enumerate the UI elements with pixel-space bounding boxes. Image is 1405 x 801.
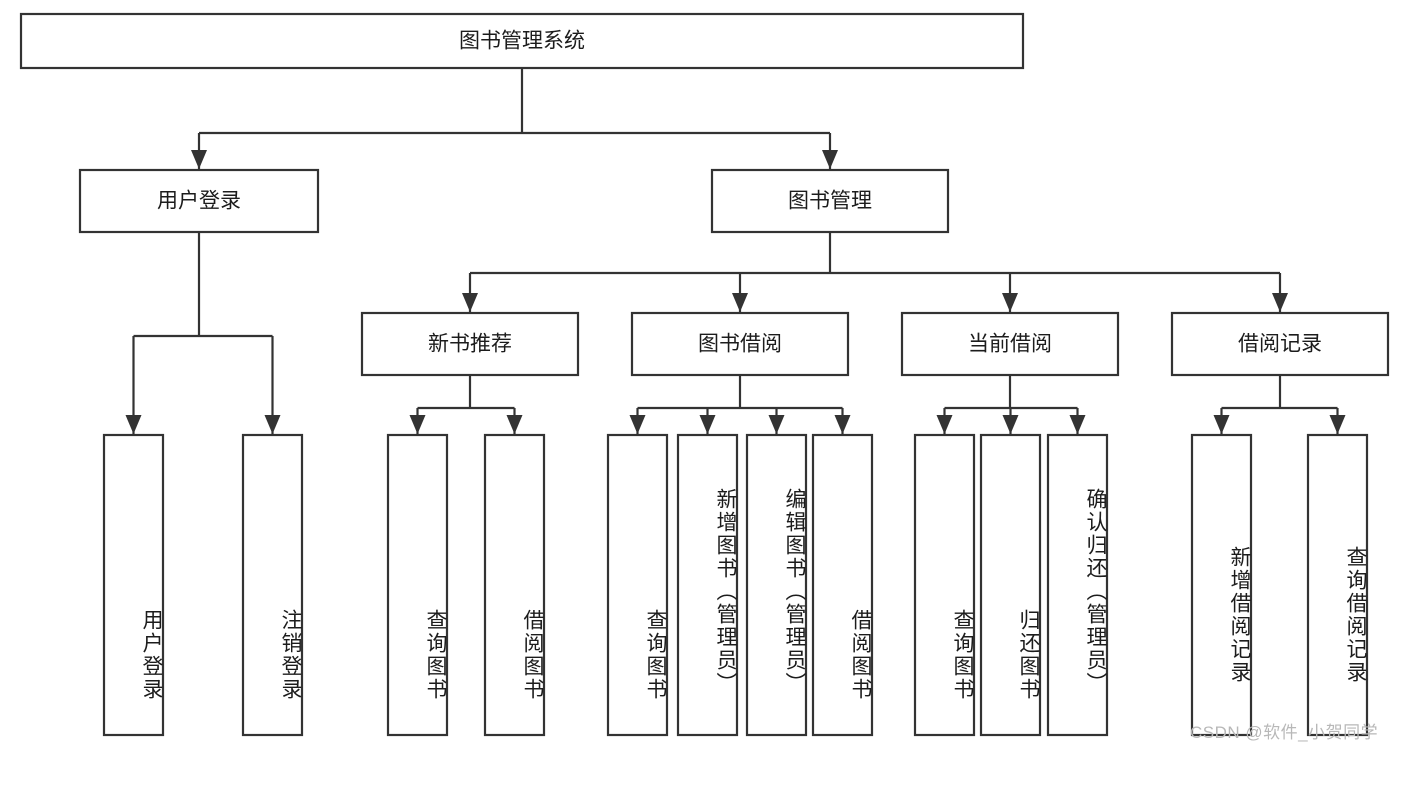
arrow-head-icon xyxy=(409,415,426,434)
arrow-head-icon xyxy=(462,293,478,312)
node-root[interactable] xyxy=(19,12,1025,70)
node-label-user-login: 用户登录 xyxy=(157,190,241,213)
arrow-head-icon xyxy=(699,415,716,434)
arrow-head-icon xyxy=(264,415,281,434)
arrow-head-icon xyxy=(768,415,785,434)
arrow-head-icon xyxy=(1069,415,1086,434)
node-leaf-borrow-book-2[interactable] xyxy=(811,433,874,737)
arrow-head-icon xyxy=(191,150,207,169)
diagram-canvas: 图书管理系统用户登录图书管理新书推荐图书借阅当前借阅借阅记录 用户登录注销登录查… xyxy=(19,12,1390,742)
node-book-manage[interactable] xyxy=(710,168,950,234)
arrow-head-icon xyxy=(629,415,646,434)
arrow-head-icon xyxy=(936,415,953,434)
node-leaf-confirm-return[interactable] xyxy=(1046,433,1109,737)
arrow-head-icon xyxy=(506,415,523,434)
arrow-head-icon xyxy=(125,415,142,434)
node-leaf-edit-book[interactable] xyxy=(745,433,808,737)
node-label-borrow-record: 借阅记录 xyxy=(1238,333,1322,356)
node-leaf-query-book-3[interactable] xyxy=(913,433,976,737)
node-current-borrow[interactable] xyxy=(900,311,1120,377)
node-leaf-return-book[interactable] xyxy=(979,433,1042,737)
connector-lines xyxy=(125,68,1346,434)
node-new-book-rec[interactable] xyxy=(360,311,580,377)
csdn-watermark: CSDN @软件_小贺同学 xyxy=(1190,723,1379,742)
node-leaf-logout[interactable] xyxy=(241,433,304,737)
node-boxes xyxy=(19,12,1390,737)
node-borrow-record[interactable] xyxy=(1170,311,1390,377)
arrow-head-icon xyxy=(834,415,851,434)
node-label-new-book-rec: 新书推荐 xyxy=(428,333,512,356)
node-leaf-borrow-book-1[interactable] xyxy=(483,433,546,737)
node-leaf-add-record[interactable] xyxy=(1190,433,1253,737)
node-label-current-borrow: 当前借阅 xyxy=(968,333,1052,356)
node-leaf-add-book[interactable] xyxy=(676,433,739,737)
node-label-root: 图书管理系统 xyxy=(459,30,585,53)
node-leaf-query-record[interactable] xyxy=(1306,433,1369,737)
arrow-head-icon xyxy=(1272,293,1288,312)
arrow-head-icon xyxy=(1002,415,1019,434)
node-book-borrow[interactable] xyxy=(630,311,850,377)
node-label-book-borrow: 图书借阅 xyxy=(698,333,782,356)
arrow-head-icon xyxy=(732,293,748,312)
arrow-head-icon xyxy=(1002,293,1018,312)
node-leaf-query-book-1[interactable] xyxy=(386,433,449,737)
arrow-head-icon xyxy=(1329,415,1346,434)
node-leaf-user-login[interactable] xyxy=(102,433,165,737)
node-leaf-query-book-2[interactable] xyxy=(606,433,669,737)
node-label-book-manage: 图书管理 xyxy=(788,190,872,213)
node-user-login[interactable] xyxy=(78,168,320,234)
arrow-head-icon xyxy=(1213,415,1230,434)
arrow-head-icon xyxy=(822,150,838,169)
